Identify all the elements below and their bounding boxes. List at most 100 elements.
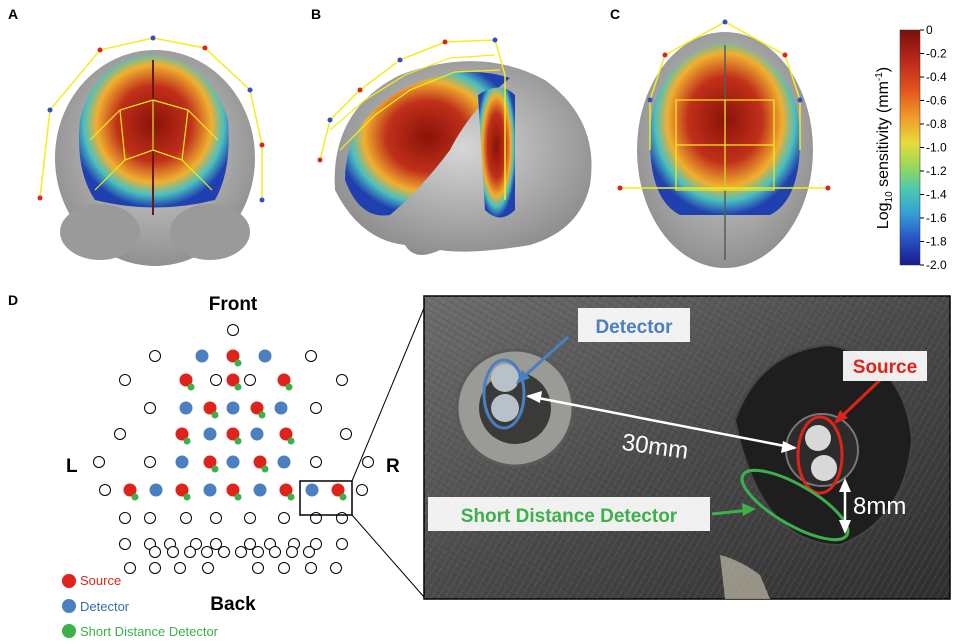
- optode-position: [210, 512, 222, 524]
- optode-position: [336, 374, 348, 386]
- short-detector-marker: [261, 465, 269, 473]
- colorbar-ticks: 0-0.2-0.4-0.6-0.8-1.0-1.2-1.4-1.6-1.8-2.…: [920, 23, 947, 272]
- optode-position: [305, 350, 317, 362]
- optode-position: [210, 374, 222, 386]
- colorbar-tick-label: -1.8: [926, 235, 947, 249]
- short-detector-marker: [287, 437, 295, 445]
- source-marker: [277, 373, 291, 387]
- optode-position: [201, 546, 213, 558]
- optode-position: [167, 546, 179, 558]
- legend-source-marker: [62, 574, 76, 588]
- optode-position: [310, 538, 322, 550]
- detector-marker: [250, 427, 264, 441]
- legend-source-label: Source: [80, 573, 121, 588]
- optode-photo: Detector Source Short Distance Detector …: [423, 295, 951, 600]
- detector-marker: [258, 349, 272, 363]
- detector-label: Detector: [595, 317, 673, 338]
- short-detector-label: Short Distance Detector: [461, 506, 678, 527]
- short-detector-marker: [183, 493, 191, 501]
- optode-position: [144, 402, 156, 414]
- short-detector-marker: [285, 383, 293, 391]
- colorbar-tick-label: -1.6: [926, 211, 947, 225]
- optode-position: [305, 562, 317, 574]
- optode-position: [244, 538, 256, 550]
- label-left: L: [66, 456, 78, 477]
- source-marker: [203, 455, 217, 469]
- optode-position: [356, 484, 368, 496]
- label-front: Front: [209, 294, 258, 315]
- optode-position: [310, 512, 322, 524]
- source-marker: [226, 427, 240, 441]
- optode-position: [144, 456, 156, 468]
- colorbar-tick-label: -1.0: [926, 141, 947, 155]
- short-detector-highlight: [740, 468, 850, 542]
- colorbar-tick-label: -0.4: [926, 70, 947, 84]
- optode-position: [184, 546, 196, 558]
- optode-position: [278, 562, 290, 574]
- panel-label-a: A: [8, 6, 19, 22]
- short-detector-marker: [287, 493, 295, 501]
- legend: Source Detector Short Distance Detector: [62, 573, 219, 639]
- optode-position: [278, 512, 290, 524]
- optode-position: [227, 324, 239, 336]
- short-detector-marker: [183, 437, 191, 445]
- detector-marker: [274, 401, 288, 415]
- detector-marker: [203, 483, 217, 497]
- colorbar-tick-label: -0.8: [926, 117, 947, 131]
- optode-position: [144, 512, 156, 524]
- optode-position: [310, 402, 322, 414]
- optode-position: [124, 562, 136, 574]
- short-detector-marker: [234, 493, 242, 501]
- optode-position: [218, 546, 230, 558]
- detector-marker: [305, 483, 319, 497]
- source-marker: [279, 427, 293, 441]
- optode-position: [202, 562, 214, 574]
- source-marker: [175, 483, 189, 497]
- short-detector-marker: [187, 383, 195, 391]
- source-highlight: [796, 415, 844, 495]
- detector-marker: [277, 455, 291, 469]
- optode-position: [235, 546, 247, 558]
- source-marker: [179, 373, 193, 387]
- optode-position: [269, 546, 281, 558]
- colorbar: 0-0.2-0.4-0.6-0.8-1.0-1.2-1.4-1.6-1.8-2.…: [874, 23, 947, 272]
- source-label: Source: [853, 357, 917, 378]
- source-marker: [226, 483, 240, 497]
- colorbar-gradient: [899, 29, 921, 266]
- optode-position: [340, 428, 352, 440]
- label-back: Back: [210, 594, 256, 615]
- panel-label-d: D: [8, 292, 19, 308]
- label-right: R: [386, 456, 400, 477]
- optode-position: [93, 456, 105, 468]
- colorbar-tick-label: -2.0: [926, 258, 947, 272]
- optode-position: [119, 538, 131, 550]
- legend-detector-label: Detector: [80, 599, 130, 614]
- distance-8mm: 8mm: [853, 493, 906, 520]
- panel-label-b: B: [311, 6, 322, 22]
- colorbar-tick-label: -0.6: [926, 94, 947, 108]
- optode-position: [286, 546, 298, 558]
- detector-marker: [179, 401, 193, 415]
- optode-position: [149, 562, 161, 574]
- source-marker: [331, 483, 345, 497]
- optode-position: [362, 456, 374, 468]
- source-marker: [279, 483, 293, 497]
- zoom-box: [299, 480, 353, 516]
- optode-position: [99, 484, 111, 496]
- legend-short-marker: [62, 624, 76, 638]
- short-detector-marker: [234, 383, 242, 391]
- detector-label-box: [578, 308, 690, 342]
- brain-front-view: [37, 35, 265, 266]
- colorbar-title: Log10 sensitivity (mm-1): [874, 67, 895, 229]
- optode-position: [149, 350, 161, 362]
- detector-marker: [203, 427, 217, 441]
- optode-position: [180, 512, 192, 524]
- source-marker: [123, 483, 137, 497]
- optode-position: [210, 538, 222, 550]
- short-detector-marker: [258, 411, 266, 419]
- panel-label-c: C: [610, 6, 621, 22]
- optode-layout: Front Back L R: [66, 294, 425, 615]
- detector-marker: [226, 401, 240, 415]
- source-marker: [226, 373, 240, 387]
- optode-position: [303, 546, 315, 558]
